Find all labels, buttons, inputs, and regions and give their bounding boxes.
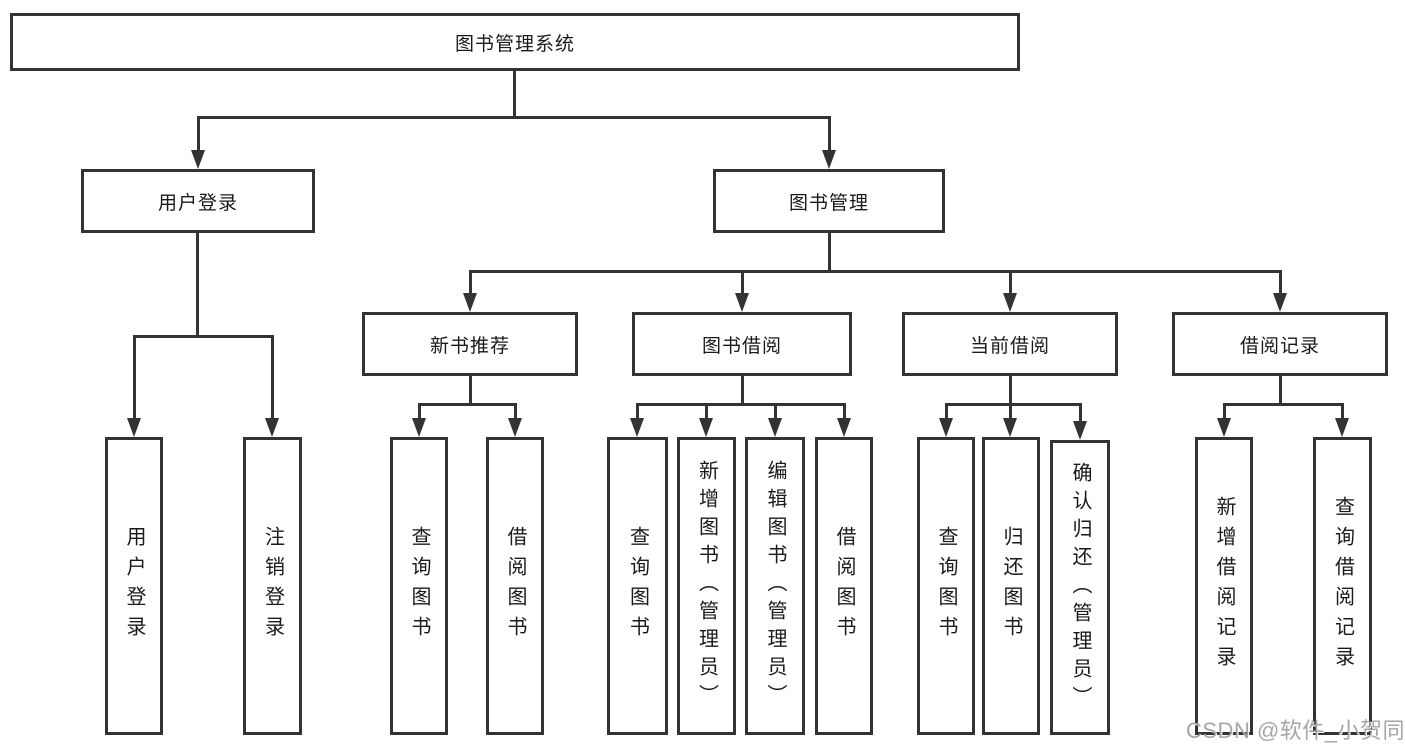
arrowhead-down bbox=[822, 150, 836, 169]
arrowhead-down bbox=[1335, 418, 1349, 437]
connector-line bbox=[271, 335, 274, 420]
arrowhead-down bbox=[837, 418, 851, 437]
node-library-management-system: 图书管理系统 bbox=[10, 13, 1020, 71]
arrowhead-down bbox=[1003, 293, 1017, 312]
connector-line bbox=[1279, 375, 1282, 405]
node-new-book-recommendation: 新书推荐 bbox=[362, 312, 578, 376]
arrowhead-down bbox=[508, 418, 522, 437]
connector-line bbox=[513, 70, 516, 117]
leaf-label: 借阅图书 bbox=[833, 526, 855, 646]
node-label: 当前借阅 bbox=[969, 335, 1050, 357]
arrowhead-down bbox=[735, 293, 749, 312]
arrowhead-down bbox=[463, 293, 477, 312]
node-user-login: 用户登录 bbox=[81, 169, 315, 233]
leaf-label: 新增借阅记录 bbox=[1213, 496, 1235, 676]
arrowhead-down bbox=[939, 418, 953, 437]
leaf-current-query-books: 查询图书 bbox=[917, 437, 975, 735]
node-label: 图书管理 bbox=[788, 192, 869, 214]
connector-line bbox=[418, 403, 421, 420]
arrowhead-down bbox=[699, 418, 713, 437]
node-label: 新书推荐 bbox=[429, 335, 510, 357]
connector-line bbox=[741, 375, 744, 405]
arrowhead-down bbox=[1217, 418, 1231, 437]
leaf-borrow-query-books: 查询图书 bbox=[607, 437, 668, 735]
node-book-borrowing: 图书借阅 bbox=[632, 312, 852, 376]
leaf-newbook-borrow-books: 借阅图书 bbox=[486, 437, 544, 735]
arrowhead-down bbox=[412, 418, 426, 437]
connector-line bbox=[418, 403, 517, 406]
leaf-label: 查询图书 bbox=[935, 526, 957, 646]
leaf-label: 查询借阅记录 bbox=[1331, 496, 1354, 676]
connector-line bbox=[741, 270, 744, 295]
leaf-user-logout: 注销登录 bbox=[243, 437, 302, 735]
connector-line bbox=[196, 232, 199, 337]
arrowhead-down bbox=[191, 150, 205, 169]
leaf-label: 用户登录 bbox=[123, 526, 145, 646]
arrowhead-down bbox=[1003, 418, 1017, 437]
connector-line bbox=[514, 403, 517, 420]
connector-line bbox=[197, 116, 830, 119]
node-borrowing-records: 借阅记录 bbox=[1172, 312, 1388, 376]
connector-line bbox=[197, 116, 200, 152]
node-label: 图书管理系统 bbox=[454, 33, 575, 55]
node-label: 用户登录 bbox=[157, 192, 238, 214]
arrowhead-down bbox=[265, 418, 279, 437]
leaf-label: 编辑图书（管理员） bbox=[764, 460, 786, 712]
connector-line bbox=[843, 403, 846, 420]
connector-line bbox=[133, 335, 136, 420]
leaf-label: 借阅图书 bbox=[504, 526, 526, 646]
leaf-label: 归还图书 bbox=[1000, 526, 1022, 646]
leaf-label: 注销登录 bbox=[261, 526, 284, 646]
csdn-watermark: CSDN @软件_小贺同学 bbox=[1186, 718, 1405, 743]
connector-line bbox=[469, 375, 472, 405]
node-book-management: 图书管理 bbox=[713, 169, 945, 233]
connector-line bbox=[1009, 403, 1012, 420]
arrowhead-down bbox=[127, 418, 141, 437]
connector-line bbox=[469, 270, 1282, 273]
connector-line bbox=[636, 403, 846, 406]
connector-line bbox=[945, 403, 1082, 406]
leaf-current-confirm-return-admin: 确认归还（管理员） bbox=[1050, 440, 1110, 735]
connector-line bbox=[133, 335, 274, 338]
connector-line bbox=[469, 270, 472, 295]
leaf-label: 新增图书（管理员） bbox=[695, 460, 718, 712]
leaf-borrow-borrow-books: 借阅图书 bbox=[815, 437, 873, 735]
connector-line bbox=[1009, 375, 1012, 405]
leaf-label: 查询图书 bbox=[408, 526, 430, 646]
leaf-records-add-borrow-record: 新增借阅记录 bbox=[1195, 437, 1253, 735]
connector-line bbox=[1009, 270, 1012, 295]
connector-line bbox=[828, 232, 831, 272]
connector-line bbox=[1279, 270, 1282, 295]
connector-line bbox=[945, 403, 948, 420]
arrowhead-down bbox=[630, 418, 644, 437]
arrowhead-down bbox=[1273, 293, 1287, 312]
node-label: 图书借阅 bbox=[701, 335, 782, 357]
connector-line bbox=[636, 403, 639, 420]
connector-line bbox=[1079, 403, 1082, 423]
connector-line bbox=[1341, 403, 1344, 420]
connector-line bbox=[705, 403, 708, 420]
connector-line bbox=[828, 116, 831, 152]
leaf-newbook-query-books: 查询图书 bbox=[390, 437, 448, 735]
leaf-borrow-add-books-admin: 新增图书（管理员） bbox=[677, 437, 736, 735]
connector-line bbox=[1223, 403, 1344, 406]
node-current-borrowing: 当前借阅 bbox=[902, 312, 1118, 376]
leaf-current-return-books: 归还图书 bbox=[982, 437, 1040, 735]
leaf-records-query-borrow-record: 查询借阅记录 bbox=[1313, 437, 1372, 735]
leaf-label: 查询图书 bbox=[626, 526, 649, 646]
arrowhead-down bbox=[1073, 421, 1087, 440]
connector-line bbox=[1223, 403, 1226, 420]
arrowhead-down bbox=[768, 418, 782, 437]
leaf-borrow-edit-books-admin: 编辑图书（管理员） bbox=[745, 437, 805, 735]
leaf-user-login: 用户登录 bbox=[105, 437, 163, 735]
connector-line bbox=[774, 403, 777, 420]
leaf-label: 确认归还（管理员） bbox=[1069, 461, 1091, 714]
node-label: 借阅记录 bbox=[1239, 335, 1320, 357]
